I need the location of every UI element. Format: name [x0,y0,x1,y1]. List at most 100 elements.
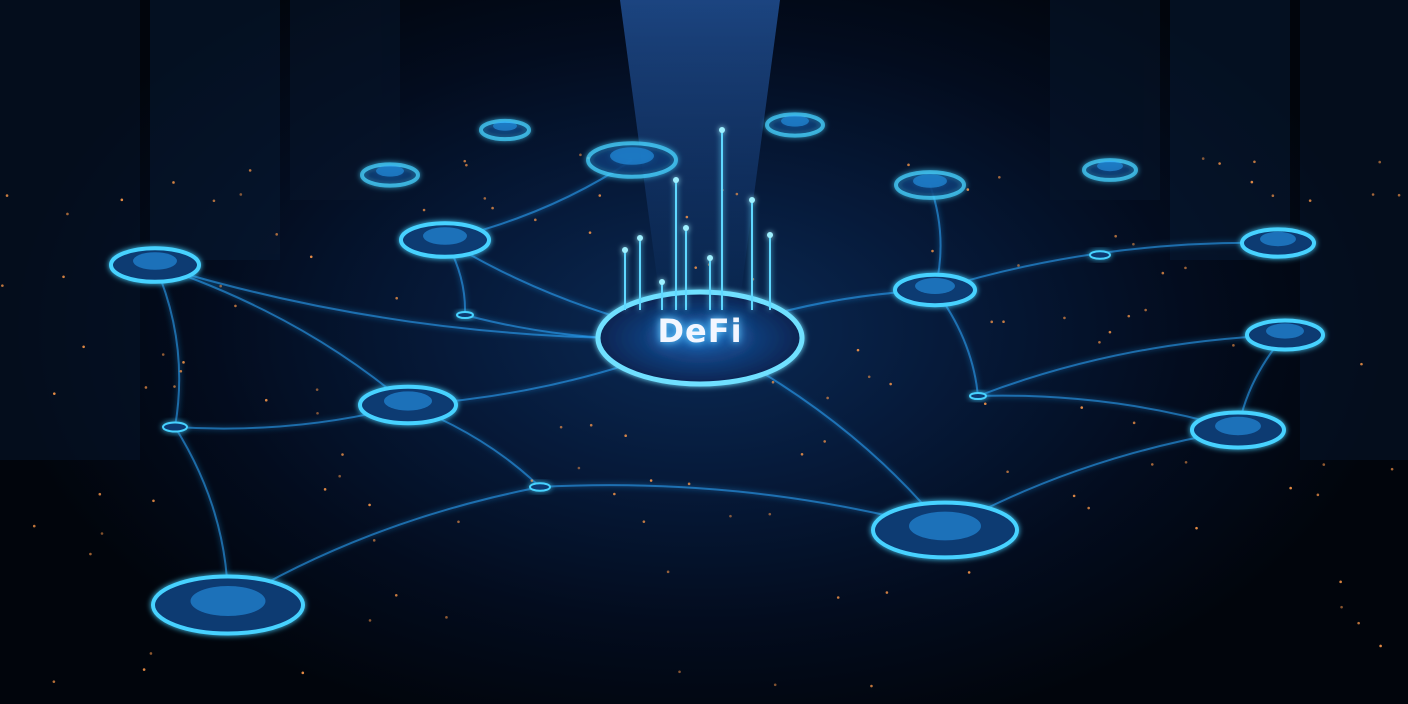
spark [624,434,627,437]
spark [868,375,871,378]
spark [182,361,185,364]
antenna-tip [659,279,665,285]
spark [1017,264,1020,267]
spark [598,194,601,197]
spark [53,680,56,683]
spark [1289,487,1292,490]
network-node [163,422,187,431]
spark [589,231,592,234]
network-link [155,265,408,405]
spark [249,169,252,172]
spark [534,219,537,222]
spark [667,571,670,574]
spark [931,250,934,253]
spark [1063,317,1066,320]
spark [1360,363,1363,366]
spark [368,504,371,507]
spark [1195,527,1198,530]
spark [1372,193,1375,196]
spark [484,197,487,200]
network-node [767,114,823,135]
spark [423,209,426,212]
spark [465,164,468,167]
spark [889,383,892,386]
spark [1253,160,1256,163]
spark [1098,341,1101,344]
antenna-tip [637,235,643,241]
spark [219,285,222,288]
spark [990,321,993,324]
spark [1127,315,1130,318]
spark [1398,194,1401,197]
spark [150,652,153,655]
network-node [1242,229,1314,256]
spark [1162,272,1165,275]
network-link [978,335,1285,396]
spark [33,525,36,528]
spark [560,426,563,429]
spark [121,199,124,202]
spark [590,424,593,427]
network-node [481,121,529,139]
defi-label: DeFi [600,312,800,350]
spark [324,488,327,491]
spark [491,207,494,210]
spark [1002,320,1005,323]
spark [463,160,466,163]
network-node [530,483,550,491]
spark [338,475,341,478]
spark [89,553,92,556]
spark [1144,309,1147,312]
spark [686,216,689,219]
antenna-tip [767,232,773,238]
spark [826,397,829,400]
spark [1357,622,1360,625]
network-node [588,143,676,176]
spark [101,532,104,535]
spark [1317,494,1320,497]
spark [1151,463,1154,466]
spark [162,353,165,356]
network-node [1090,251,1110,259]
spark [1339,581,1342,584]
network-link [155,265,179,427]
network-node [895,275,975,305]
spark [6,194,9,197]
network-node [896,172,964,198]
spark [62,275,65,278]
network-node [1084,160,1136,180]
spark [152,499,155,502]
spark [688,483,691,486]
spark [1,284,4,287]
spark [967,188,970,191]
spark [341,453,344,456]
spark [984,402,987,405]
spark [1218,162,1221,165]
network-node [1247,321,1323,350]
spark [837,596,840,599]
antenna-tip [749,197,755,203]
network-node [153,577,303,634]
network-node [401,223,489,256]
spark [694,266,697,269]
spark [1073,495,1076,498]
spark [613,493,616,496]
antenna-tip [719,127,725,133]
spark [457,520,460,523]
spark [1114,235,1117,238]
spark [316,412,319,415]
spark [373,539,376,542]
spark [173,385,176,388]
spark [1378,161,1381,164]
spark [1185,461,1188,464]
spark [234,305,237,308]
spark [998,176,1001,179]
antenna-tip [622,247,628,253]
spark [650,479,653,482]
spark [968,571,971,574]
spark [1132,243,1135,246]
spark [369,619,372,622]
spark [395,297,398,300]
spark [1202,157,1205,160]
